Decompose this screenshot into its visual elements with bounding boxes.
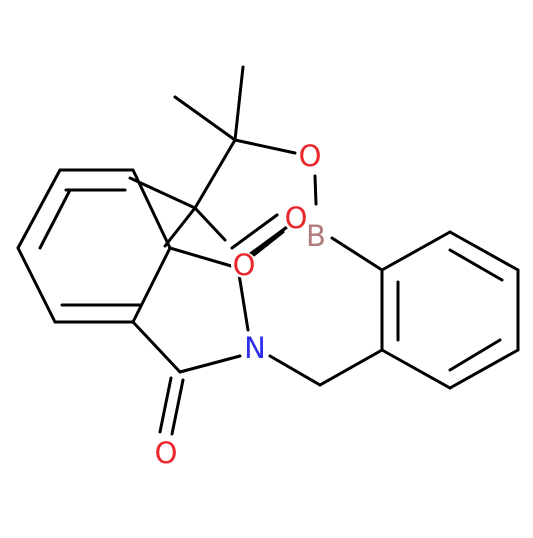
- bond-carbonyl-lower-2: [170, 378, 185, 436]
- bond-methyl-3: [128, 176, 197, 210]
- bond-pinacol-c-o-top: [233, 138, 297, 155]
- bond-imide-c2: [131, 320, 182, 374]
- atom-label-nitrogen: N: [244, 331, 266, 365]
- bond-methyl-4: [193, 206, 227, 242]
- bond-n-ch2: [268, 354, 322, 387]
- bond-pinacol-c-o-bottom: [163, 206, 197, 248]
- bond-methyl-2: [173, 95, 237, 142]
- bond-ring2-c: [448, 230, 520, 272]
- bond-ring2-inner-2: [448, 338, 502, 372]
- bond-imide-c1-n: [236, 266, 250, 332]
- atom-label-oxygen-carbonyl-lower: O: [155, 436, 178, 470]
- bond-ring1-inner-3: [38, 188, 72, 250]
- bond-o-b-top: [313, 174, 318, 206]
- atom-halo-o2: [283, 205, 309, 231]
- atom-label-group: O O O O B N: [153, 139, 329, 470]
- bond-b-aryl: [330, 236, 384, 272]
- bond-ring2-e: [448, 348, 520, 390]
- atom-halo-n: [242, 335, 268, 361]
- bond-imide-c1: [168, 246, 240, 270]
- bond-carbonyl-lower-1: [158, 376, 173, 434]
- bond-ring1-b: [131, 168, 172, 250]
- bond-ring1-e: [16, 246, 57, 324]
- atom-halo-o3: [231, 252, 257, 278]
- atom-label-oxygen-dioxaborolane-bottom: O: [285, 201, 308, 235]
- bond-ring2-b: [380, 230, 452, 272]
- atom-label-oxygen-dioxaborolane-top: O: [299, 139, 322, 173]
- bond-ring2-f: [380, 348, 452, 390]
- atom-label-oxygen-carbonyl-upper: O: [233, 248, 256, 282]
- bond-methyl-1: [233, 65, 245, 142]
- bond-imide-c2-n: [178, 354, 242, 374]
- bond-carbonyl-upper-1: [230, 213, 279, 250]
- bond-group: [16, 65, 520, 436]
- bond-ring2-inner-1: [448, 248, 504, 282]
- atom-halo-o1: [297, 143, 323, 169]
- atom-halo-b: [303, 223, 329, 249]
- bond-ring1-f: [16, 168, 62, 250]
- atom-halo-o4: [153, 440, 179, 466]
- bond-pinacol-cc: [193, 138, 237, 210]
- bond-ring1-c: [131, 246, 172, 324]
- atom-label-boron: B: [306, 219, 326, 253]
- bond-ch2-aryl: [318, 348, 384, 387]
